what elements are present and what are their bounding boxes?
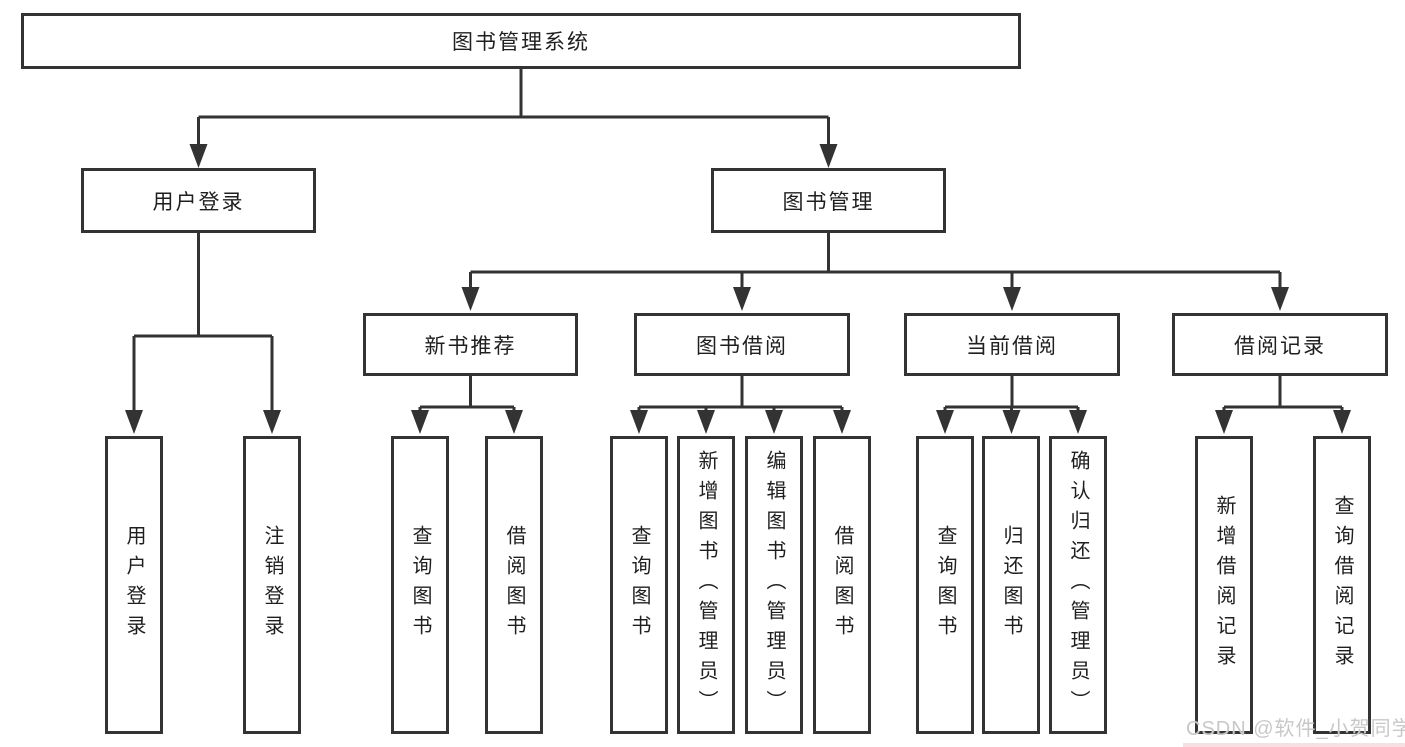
arrowhead-icon (189, 144, 208, 168)
node-new-book-recommend: 新书推荐 (363, 313, 578, 376)
arrowhead-icon (765, 410, 783, 434)
leaf-logout-login: 注销登录 (243, 436, 301, 734)
arrowhead-icon (125, 410, 143, 434)
leaf-query-borrow-record: 查询借阅记录 (1313, 436, 1371, 734)
arrowhead-icon (1002, 410, 1021, 434)
leaf-borrow-book-2: 借阅图书 (813, 436, 871, 734)
watermark-strip (1183, 743, 1405, 747)
arrowhead-icon (1215, 410, 1233, 434)
leaf-return-book: 归还图书 (982, 436, 1040, 734)
node-book-borrow: 图书借阅 (634, 313, 850, 376)
node-root: 图书管理系统 (21, 13, 1021, 69)
leaf-query-book-3: 查询图书 (916, 436, 974, 734)
arrowhead-icon (1069, 410, 1087, 434)
arrowhead-icon (1003, 287, 1021, 311)
arrowhead-icon (819, 144, 838, 168)
leaf-add-borrow-record: 新增借阅记录 (1195, 436, 1253, 734)
arrowhead-icon (936, 410, 954, 434)
arrowhead-icon (505, 410, 523, 434)
arrowhead-icon (1333, 410, 1351, 434)
leaf-user-login: 用户登录 (105, 436, 163, 734)
node-book-management: 图书管理 (711, 168, 946, 233)
arrowhead-icon (697, 410, 715, 434)
arrowhead-icon (833, 410, 851, 434)
leaf-edit-book-admin: 编辑图书（管理员） (745, 436, 803, 734)
arrowhead-icon (733, 287, 751, 311)
arrowhead-icon (263, 410, 281, 434)
arrowhead-icon (1271, 287, 1289, 311)
leaf-query-book-1: 查询图书 (391, 436, 449, 734)
csdn-watermark: CSDN @软件_小贺同学 (1186, 718, 1405, 740)
arrowhead-icon (461, 287, 480, 311)
node-user-login: 用户登录 (81, 168, 316, 233)
leaf-add-book-admin: 新增图书（管理员） (677, 436, 735, 734)
leaf-query-book-2: 查询图书 (610, 436, 668, 734)
leaf-borrow-book-1: 借阅图书 (485, 436, 543, 734)
node-current-borrow: 当前借阅 (904, 313, 1120, 376)
node-borrow-records: 借阅记录 (1172, 313, 1388, 376)
leaf-confirm-return-admin: 确认归还（管理员） (1049, 436, 1107, 734)
arrowhead-icon (411, 410, 429, 434)
arrowhead-icon (630, 410, 648, 434)
